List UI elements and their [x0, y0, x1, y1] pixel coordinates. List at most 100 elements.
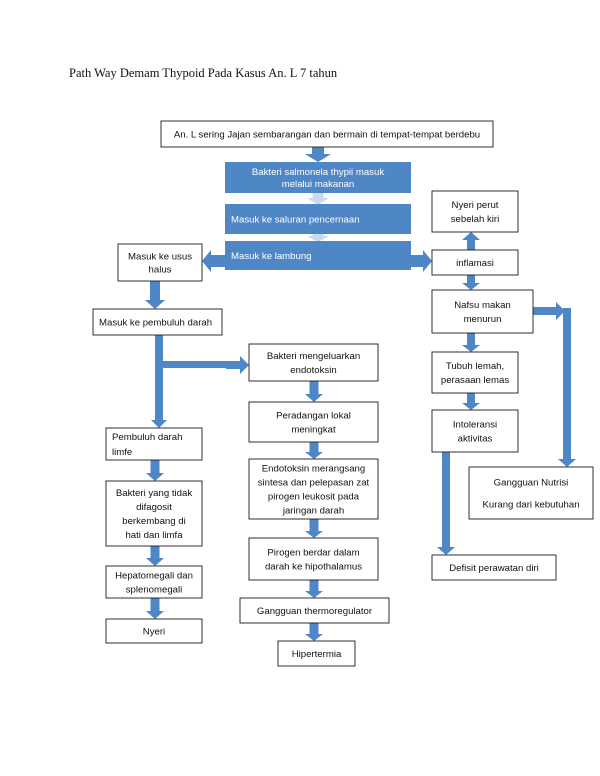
arrow-stomach-to-intestine	[202, 250, 225, 272]
node-text-line: Gangguan thermoregulator	[257, 606, 373, 617]
node-box	[117, 243, 203, 282]
node-box	[431, 409, 519, 453]
node-text-line: Tubuh lemah,	[446, 361, 504, 372]
node-lymph: Pembuluh darah limfe	[105, 427, 203, 461]
node-text-line: Masuk ke usus	[128, 251, 192, 262]
node-box	[248, 401, 379, 443]
arrow-cause-to-bacteria	[305, 147, 331, 162]
node-text-line: darah ke hipothalamus	[265, 561, 362, 572]
node-stomach: Masuk ke lambung	[225, 241, 411, 270]
node-text-line: aktivitas	[458, 433, 493, 444]
node-text-line: hati dan limfa	[125, 530, 183, 541]
node-text-line: Nyeri perut	[452, 200, 499, 211]
node-text-line: Hipertermia	[292, 649, 342, 660]
arrow-pyrogen-to-thermo	[305, 580, 323, 598]
node-text-line: Intoleransi	[453, 419, 497, 430]
arrow-bacteria-to-digestive	[307, 193, 329, 205]
arrow-lymph-to-not-phagocytosed	[146, 460, 164, 481]
node-text-line: halus	[149, 264, 172, 275]
node-text-line: An. L sering Jajan sembarangan dan berma…	[174, 129, 480, 140]
node-box	[105, 427, 203, 461]
arrow-intolerance-to-selfcare	[437, 545, 455, 555]
node-text-line: Kurang dari kebutuhan	[482, 499, 579, 510]
node-text-line: menurun	[464, 314, 502, 325]
arrow-blood-down-shaft	[155, 335, 163, 423]
node-pain: Nyeri	[105, 618, 203, 644]
node-text-line: meningkat	[291, 424, 336, 435]
node-text-line: sebelah kiri	[451, 214, 500, 225]
node-box	[431, 351, 519, 394]
flowchart-nodes: An. L sering Jajan sembarangan dan berma…	[92, 120, 594, 667]
node-box	[431, 249, 519, 276]
arrow-weak-to-intolerance	[462, 393, 480, 410]
node-blood: Masuk ke pembuluh darah	[92, 308, 223, 336]
page-title: Path Way Demam Thypoid Pada Kasus An. L …	[69, 66, 338, 80]
node-inflamasi: inflamasi	[431, 249, 519, 276]
node-text-line: Pembuluh darah	[112, 432, 182, 443]
node-box	[248, 458, 379, 520]
node-text-line: inflamasi	[456, 258, 494, 269]
arrow-hepato-to-pain	[146, 598, 164, 619]
arrow-inflamasi-to-abd-pain	[462, 232, 480, 250]
node-text-line: limfe	[112, 447, 132, 458]
node-text-line: Masuk ke saluran pencernaan	[231, 214, 360, 225]
node-box	[105, 565, 203, 599]
node-box	[431, 190, 519, 233]
node-box	[431, 289, 534, 334]
node-box	[248, 537, 379, 581]
node-text-line: pirogen leukosit pada	[268, 491, 360, 502]
arrow-stomach-to-inflamasi	[411, 250, 432, 272]
node-text-line: Masuk ke pembuluh darah	[99, 317, 212, 328]
node-text-line: endotoksin	[290, 365, 336, 376]
node-text-line: Nyeri	[143, 626, 165, 637]
node-text-line: Bakteri yang tidak	[116, 488, 192, 499]
node-text-line: perasaan lemas	[441, 375, 509, 386]
node-box	[248, 343, 379, 382]
node-box	[431, 554, 557, 581]
node-box	[92, 308, 223, 336]
node-intestine: Masuk ke usus halus	[117, 243, 203, 282]
node-weak: Tubuh lemah, perasaan lemas	[431, 351, 519, 394]
node-box	[160, 120, 494, 148]
node-box	[225, 162, 411, 193]
node-text-line: Bakteri salmonela thypii masuk	[252, 167, 384, 178]
arrow-stim-to-pyrogen	[305, 519, 323, 538]
node-not-phagocytosed: Bakteri yang tidak difagosit berkembang di…	[105, 480, 203, 547]
node-cause: An. L sering Jajan sembarangan dan berma…	[160, 120, 494, 148]
arrow-blood-to-lymph	[151, 420, 167, 428]
arrow-to-nutrition	[558, 455, 576, 467]
node-box	[105, 618, 203, 644]
connector-arrows	[145, 147, 576, 641]
arrow-digestive-to-stomach	[307, 234, 329, 242]
node-text-line: Defisit perawatan diri	[449, 563, 539, 574]
node-text-line: difagosit	[136, 502, 172, 513]
node-box	[105, 480, 203, 547]
node-appetite: Nafsu makan menurun	[431, 289, 534, 334]
node-text-line: jaringan darah	[282, 505, 344, 516]
node-text-line: Endotoksin merangsang	[262, 463, 365, 474]
node-endotoxin-stim: Endotoksin merangsang sintesa dan pelepas…	[248, 458, 379, 520]
node-box	[225, 204, 411, 234]
arrow-inflammation-to-stim	[305, 442, 323, 459]
node-text-line: Nafsu makan	[454, 300, 511, 311]
node-text-line: sintesa dan pelepasan zat	[258, 477, 370, 488]
arrow-thermo-to-hyperthermia	[305, 623, 323, 641]
node-text-line: Peradangan lokal	[276, 410, 351, 421]
node-text-line: splenomegali	[126, 584, 183, 595]
node-intolerance: Intoleransi aktivitas	[431, 409, 519, 453]
node-selfcare: Defisit perawatan diri	[431, 554, 557, 581]
node-text-line: berkembang di	[122, 516, 185, 527]
arrow-inflamasi-to-appetite	[462, 275, 480, 290]
arrow-intestine-to-blood	[145, 281, 165, 309]
node-box	[468, 466, 594, 520]
node-text-line: Masuk ke lambung	[231, 251, 312, 262]
node-box	[277, 640, 356, 667]
node-abd-pain: Nyeri perut sebelah kiri	[431, 190, 519, 233]
node-hyperthermia: Hipertermia	[277, 640, 356, 667]
